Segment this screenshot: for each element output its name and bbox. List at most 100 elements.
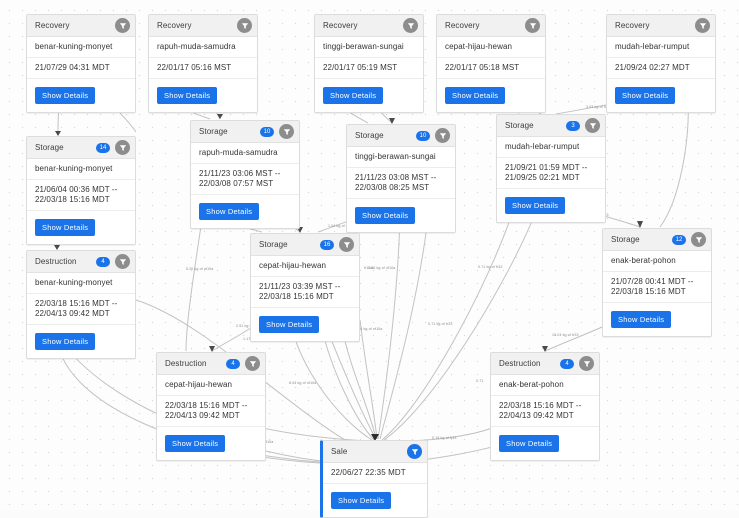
node-dates: 21/11/23 03:08 MST -- 22/03/08 08:25 MST	[347, 168, 455, 199]
node-header: Storage 16	[251, 234, 359, 256]
node-name: enak-berat-pohon	[603, 251, 711, 272]
node-type-label: Recovery	[323, 21, 358, 30]
show-details-button[interactable]: Show Details	[331, 492, 392, 509]
edge-label: 3.56 kg of nf10a	[368, 266, 396, 270]
funnel-icon[interactable]	[585, 118, 600, 133]
funnel-icon[interactable]	[525, 18, 540, 33]
funnel-icon[interactable]	[339, 237, 354, 252]
node-footer: Show Details	[491, 427, 599, 460]
node-footer: Show Details	[315, 79, 423, 112]
funnel-icon[interactable]	[695, 18, 710, 33]
funnel-icon[interactable]	[115, 254, 130, 269]
node-name: rapuh-muda-samudra	[191, 143, 299, 164]
node-dates: 21/09/21 01:59 MDT -- 21/09/25 02:21 MDT	[497, 158, 605, 189]
node-type-label: Recovery	[157, 21, 192, 30]
node-header: Recovery	[607, 15, 715, 37]
funnel-icon[interactable]	[403, 18, 418, 33]
node-name: tinggi-berawan-sungai	[347, 147, 455, 168]
show-details-button[interactable]: Show Details	[35, 333, 96, 350]
node-count-badge: 16	[320, 239, 334, 250]
show-details-button[interactable]: Show Details	[505, 197, 566, 214]
funnel-icon[interactable]	[579, 356, 594, 371]
node-name: benar-kuning-monyet	[27, 159, 135, 180]
node-name: rapuh-muda-samudra	[149, 37, 257, 58]
node-count-badge: 12	[672, 234, 686, 245]
funnel-icon[interactable]	[115, 140, 130, 155]
node-name: mudah-lebar-rumput	[497, 137, 605, 158]
node-footer: Show Details	[603, 303, 711, 336]
node-type-label: Storage	[611, 235, 640, 244]
funnel-icon[interactable]	[407, 444, 422, 459]
node-type-label: Destruction	[165, 359, 207, 368]
show-details-button[interactable]: Show Details	[615, 87, 676, 104]
edge-label: 3.56 kg of nf10a	[355, 327, 383, 331]
node-dates: 21/09/24 02:27 MDT	[607, 58, 715, 79]
node-type-label: Storage	[355, 131, 384, 140]
show-details-button[interactable]: Show Details	[355, 207, 416, 224]
node-name: cepat-hijau-hewan	[157, 375, 265, 396]
funnel-icon[interactable]	[245, 356, 260, 371]
funnel-icon[interactable]	[691, 232, 706, 247]
node-footer: Show Details	[27, 211, 135, 244]
show-details-button[interactable]: Show Details	[35, 219, 96, 236]
funnel-icon[interactable]	[279, 124, 294, 139]
node-dates: 22/03/18 15:16 MDT -- 22/04/13 09:42 MDT	[27, 294, 135, 325]
show-details-button[interactable]: Show Details	[323, 87, 384, 104]
node-count-badge: 4	[226, 358, 240, 369]
edge-label: 0.71	[476, 379, 484, 383]
node-dates: 21/06/04 00:36 MDT -- 22/03/18 15:16 MDT	[27, 180, 135, 211]
node-type-label: Sale	[331, 447, 348, 456]
node-name: cepat-hijau-hewan	[251, 256, 359, 277]
funnel-icon[interactable]	[115, 18, 130, 33]
node-footer: Show Details	[437, 79, 545, 112]
node-name: cepat-hijau-hewan	[437, 37, 545, 58]
show-details-button[interactable]: Show Details	[259, 316, 320, 333]
node-type-label: Storage	[505, 121, 534, 130]
node-count-badge: 10	[260, 126, 274, 137]
node-name: mudah-lebar-rumput	[607, 37, 715, 58]
edge-label: 5.20 kg of nf10a	[186, 267, 214, 271]
edge-label: fr10a	[364, 266, 373, 270]
show-details-button[interactable]: Show Details	[165, 435, 226, 452]
funnel-icon[interactable]	[435, 128, 450, 143]
edge-label: 2.51 kg of nf10a	[236, 324, 263, 328]
show-details-button[interactable]: Show Details	[611, 311, 672, 328]
show-details-button[interactable]: Show Details	[199, 203, 260, 220]
node-dates: 22/01/17 05:16 MST	[149, 58, 257, 79]
edge-label: 8.04 kg of nf10a	[289, 381, 317, 385]
node-footer: Show Details	[497, 189, 605, 222]
node-dates: 21/07/28 00:41 MDT -- 22/03/18 15:16 MDT	[603, 272, 711, 303]
show-details-button[interactable]: Show Details	[445, 87, 506, 104]
node-type-label: Storage	[259, 240, 288, 249]
node-footer: Show Details	[607, 79, 715, 112]
funnel-icon[interactable]	[237, 18, 252, 33]
show-details-button[interactable]: Show Details	[157, 87, 218, 104]
node-count-badge: 4	[560, 358, 574, 369]
node-header: Recovery	[315, 15, 423, 37]
node-footer: Show Details	[27, 325, 135, 358]
show-details-button[interactable]: Show Details	[35, 87, 96, 104]
show-details-button[interactable]: Show Details	[499, 435, 560, 452]
node-dates: 21/11/23 03:39 MST -- 22/03/18 15:16 MDT	[251, 277, 359, 308]
edge-label: 0.71 kg of fr33	[478, 265, 503, 269]
node-type-label: Destruction	[35, 257, 77, 266]
